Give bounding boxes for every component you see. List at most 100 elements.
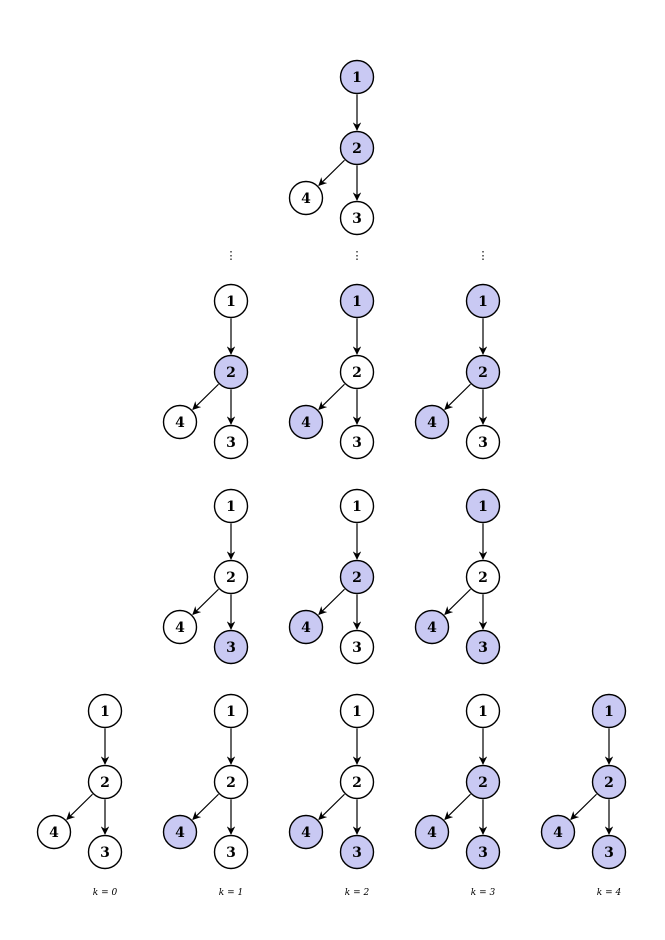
- node-circle: [339, 629, 375, 665]
- node-label: 1: [352, 704, 362, 720]
- node-circle: [465, 693, 501, 729]
- edge-2-to-4: [192, 383, 219, 410]
- node-label: 2: [604, 775, 614, 791]
- node-3-highlighted: 3: [465, 629, 501, 665]
- edge-2-to-4: [318, 793, 345, 820]
- node-label: 4: [175, 415, 185, 431]
- node-circle: [465, 764, 501, 800]
- node-label: 4: [427, 825, 437, 841]
- node-label: 4: [49, 825, 59, 841]
- node-circle: [162, 814, 198, 850]
- node-1-highlighted: 1: [591, 693, 627, 729]
- node-circle: [465, 424, 501, 460]
- node-4-highlighted: 4: [162, 814, 198, 850]
- node-circle: [87, 834, 123, 870]
- node-2-plain: 2: [465, 559, 501, 595]
- node-label: 1: [478, 499, 488, 515]
- node-3-highlighted: 3: [465, 834, 501, 870]
- node-2-highlighted: 2: [213, 354, 249, 390]
- node-circle: [339, 488, 375, 524]
- node-circle: [87, 693, 123, 729]
- node-2-highlighted: 2: [339, 130, 375, 166]
- node-circle: [213, 283, 249, 319]
- node-circle: [213, 834, 249, 870]
- node-2-plain: 2: [339, 354, 375, 390]
- node-circle: [540, 814, 576, 850]
- node-label: 1: [226, 704, 236, 720]
- node-label: 2: [352, 570, 362, 586]
- edge-2-to-4: [444, 588, 471, 615]
- node-3-plain: 3: [213, 834, 249, 870]
- node-2-highlighted: 2: [591, 764, 627, 800]
- node-label: 3: [352, 845, 362, 861]
- node-label: 4: [175, 620, 185, 636]
- node-4-highlighted: 4: [288, 609, 324, 645]
- node-label: 2: [226, 570, 236, 586]
- node-circle: [465, 834, 501, 870]
- node-2-plain: 2: [213, 559, 249, 595]
- node-1-highlighted: 1: [339, 59, 375, 95]
- node-1-plain: 1: [213, 693, 249, 729]
- node-1-plain: 1: [213, 488, 249, 524]
- node-circle: [288, 814, 324, 850]
- node-circle: [339, 283, 375, 319]
- node-3-plain: 3: [339, 629, 375, 665]
- node-label: 2: [478, 570, 488, 586]
- column-label-k0: k = 0: [93, 888, 118, 898]
- node-circle: [288, 609, 324, 645]
- node-label: 4: [301, 620, 311, 636]
- node-circle: [414, 609, 450, 645]
- edge-2-to-4: [318, 383, 345, 410]
- node-label: 3: [478, 845, 488, 861]
- tree-col3-row2: 1 2 34: [414, 488, 501, 665]
- node-circle: [465, 559, 501, 595]
- node-2-highlighted: 2: [465, 764, 501, 800]
- node-2-plain: 2: [87, 764, 123, 800]
- node-4-highlighted: 4: [288, 814, 324, 850]
- node-circle: [339, 834, 375, 870]
- node-circle: [465, 283, 501, 319]
- node-circle: [162, 609, 198, 645]
- node-circle: [339, 200, 375, 236]
- tree-col1-row2: 1 2 3 4: [162, 488, 249, 665]
- node-label: 1: [100, 704, 110, 720]
- node-circle: [465, 354, 501, 390]
- trees-layer: 1234123412341234123412341234123412341234…: [36, 59, 627, 870]
- node-3-plain: 3: [87, 834, 123, 870]
- node-circle: [36, 814, 72, 850]
- node-4-highlighted: 4: [540, 814, 576, 850]
- node-4-highlighted: 4: [414, 814, 450, 850]
- node-4-highlighted: 4: [414, 609, 450, 645]
- node-4-highlighted: 4: [414, 404, 450, 440]
- node-3-highlighted: 3: [213, 629, 249, 665]
- node-label: 2: [226, 775, 236, 791]
- node-label: 2: [478, 365, 488, 381]
- node-2-highlighted: 2: [465, 354, 501, 390]
- edge-2-to-4: [192, 793, 219, 820]
- node-label: 3: [352, 640, 362, 656]
- node-1-plain: 1: [339, 693, 375, 729]
- node-label: 1: [352, 294, 362, 310]
- node-label: 4: [175, 825, 185, 841]
- column-label-k3: k = 3: [471, 888, 496, 898]
- column-label-k1: k = 1: [219, 888, 243, 898]
- node-4-plain: 4: [36, 814, 72, 850]
- node-circle: [288, 404, 324, 440]
- node-circle: [213, 488, 249, 524]
- node-label: 1: [226, 294, 236, 310]
- node-label: 4: [301, 825, 311, 841]
- node-label: 3: [604, 845, 614, 861]
- tree-col0-row3: 1 2 3 4: [36, 693, 123, 870]
- vertical-ellipsis: ⋮: [478, 249, 489, 262]
- node-circle: [339, 764, 375, 800]
- node-3-highlighted: 3: [591, 834, 627, 870]
- node-circle: [339, 424, 375, 460]
- node-label: 3: [478, 435, 488, 451]
- edge-2-to-4: [318, 159, 345, 186]
- edge-2-to-4: [444, 383, 471, 410]
